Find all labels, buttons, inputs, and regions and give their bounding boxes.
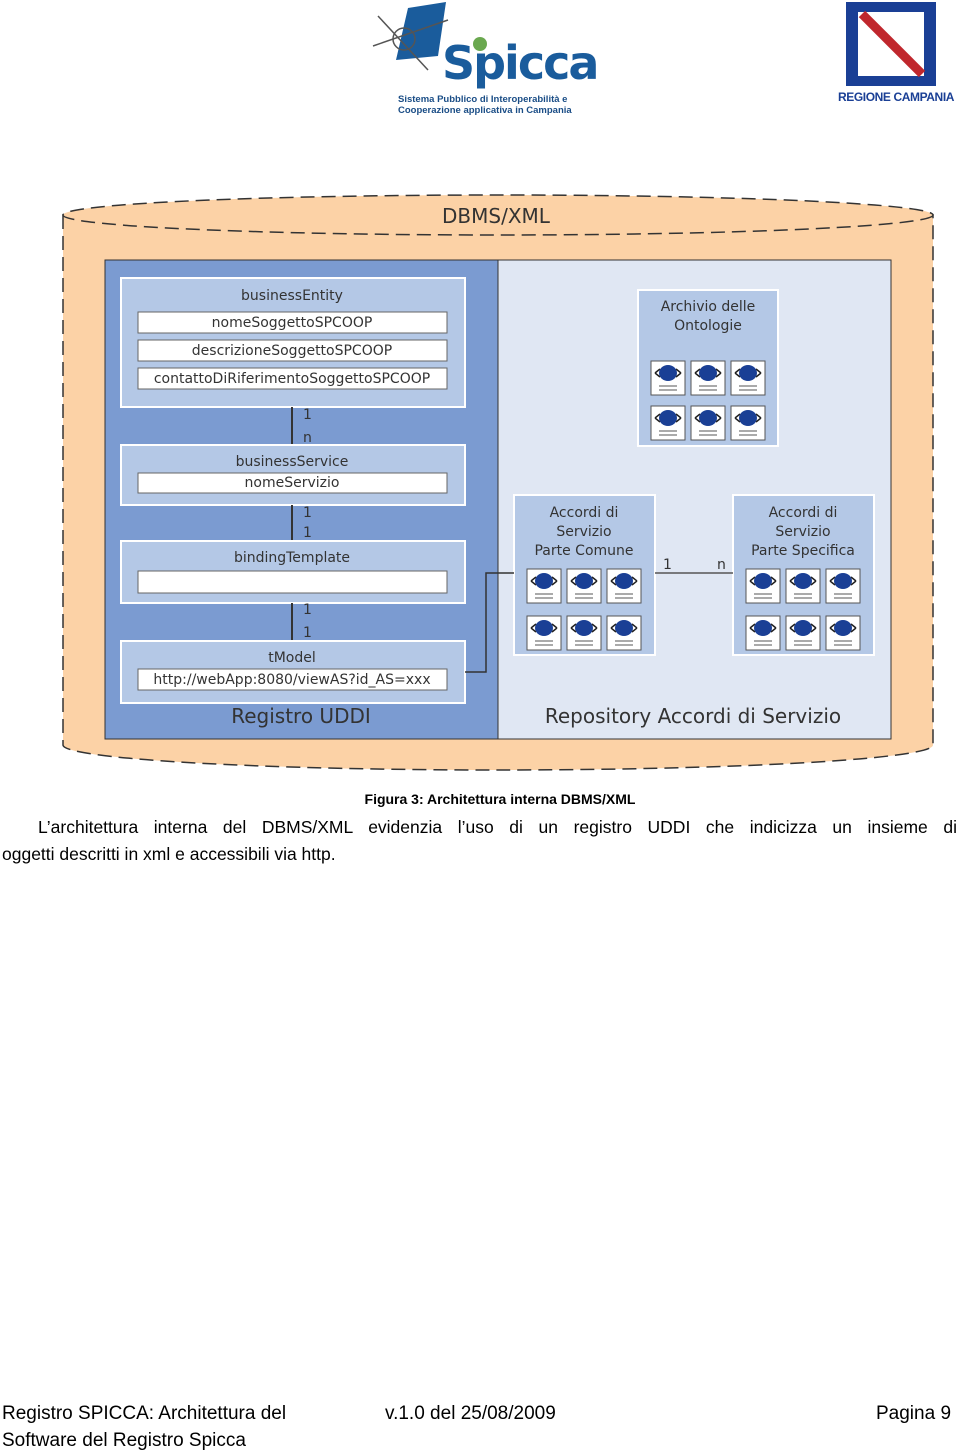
relation-cardinality: 1 xyxy=(303,602,312,618)
campania-label: REGIONE CAMPANIA xyxy=(837,90,955,104)
comune-label: Servizio xyxy=(556,524,611,540)
xml-document-icon-group xyxy=(745,568,861,651)
xml-document-icon xyxy=(650,405,686,441)
architecture-diagram: DBMS/XML businessEntity nomeSoggettoSPCO… xyxy=(62,194,934,771)
comune-label: Accordi di xyxy=(550,505,619,521)
figure-caption: Figura 3: Architettura interna DBMS/XML xyxy=(364,791,636,807)
relation-cardinality: n xyxy=(303,430,312,446)
registro-uddi-panel: businessEntity nomeSoggettoSPCOOP descri… xyxy=(104,259,499,740)
xml-document-icon xyxy=(730,360,766,396)
relation-cardinality: 1 xyxy=(303,505,312,521)
specifica-label: Accordi di xyxy=(769,505,838,521)
xml-document-icon xyxy=(526,568,562,604)
relation-cardinality: 1 xyxy=(303,407,312,423)
xml-document-icon xyxy=(566,615,602,651)
xml-document-icon xyxy=(566,568,602,604)
spicca-tagline-1: Sistema Pubblico di Interoperabilità e xyxy=(398,94,568,105)
tmodel-connector xyxy=(465,572,514,673)
xml-document-icon xyxy=(785,568,821,604)
relation-cardinality: 1 xyxy=(303,625,312,641)
footer-document-title: Registro SPICCA: Architettura del Softwa… xyxy=(2,1400,332,1454)
xml-document-icon xyxy=(606,568,642,604)
xml-document-icon xyxy=(606,615,642,651)
footer-page-number: Pagina 9 xyxy=(876,1403,952,1424)
tmodel-field: http://webApp:8080/viewAS?id_AS=xxx xyxy=(153,672,430,688)
body-paragraph: L’architettura interna del DBMS/XML evid… xyxy=(2,814,957,868)
footer-title-line: Registro SPICCA: Architettura del xyxy=(2,1403,287,1424)
xml-document-icon-group xyxy=(526,568,642,651)
xml-document-icon-group xyxy=(650,360,766,441)
business-entity-field: nomeSoggettoSPCOOP xyxy=(212,315,373,331)
xml-document-icon xyxy=(825,568,861,604)
xml-document-icon xyxy=(785,615,821,651)
footer-title-line: Software del Registro Spicca xyxy=(2,1430,246,1451)
relation-cardinality: 1 xyxy=(303,525,312,541)
spicca-logo: Spicca Sistema Pubblico di Interoperabil… xyxy=(368,0,599,120)
repository-panel: Archivio delle Ontologie Accordi di Serv… xyxy=(497,259,892,740)
spicca-logo-word: Spicca xyxy=(442,36,599,90)
dbms-title: DBMS/XML xyxy=(442,204,551,228)
business-entity-title: businessEntity xyxy=(241,288,343,304)
paragraph-line: oggetti descritti in xml e accessibili v… xyxy=(2,844,336,864)
xml-document-icon xyxy=(745,615,781,651)
binding-template-title: bindingTemplate xyxy=(234,550,350,566)
business-entity-field: descrizioneSoggettoSPCOOP xyxy=(192,343,392,359)
xml-document-icon xyxy=(650,360,686,396)
business-service-title: businessService xyxy=(236,454,349,470)
relation-cardinality: 1 xyxy=(663,557,672,573)
xml-document-icon xyxy=(825,615,861,651)
registro-uddi-title: Registro UDDI xyxy=(231,704,371,728)
comune-label: Parte Comune xyxy=(534,543,633,559)
spicca-logo-mark xyxy=(372,2,487,71)
repository-title: Repository Accordi di Servizio xyxy=(545,704,841,728)
xml-document-icon xyxy=(690,360,726,396)
spicca-tagline-2: Cooperazione applicativa in Campania xyxy=(398,105,572,116)
xml-document-icon xyxy=(526,615,562,651)
xml-document-icon xyxy=(730,405,766,441)
xml-document-icon xyxy=(690,405,726,441)
relation-cardinality: n xyxy=(717,557,726,573)
regione-campania-logo: REGIONE CAMPANIA xyxy=(838,0,954,120)
archivio-label: Archivio delle xyxy=(661,299,756,315)
campania-shield-icon xyxy=(846,2,936,86)
business-service-field: nomeServizio xyxy=(245,475,340,491)
footer-version: v.1.0 del 25/08/2009 xyxy=(385,1403,556,1424)
archivio-label: Ontologie xyxy=(674,318,742,334)
specifica-label: Parte Specifica xyxy=(751,543,855,559)
business-entity-field: contattoDiRiferimentoSoggettoSPCOOP xyxy=(154,371,430,387)
specifica-label: Servizio xyxy=(775,524,830,540)
paragraph-line: L’architettura interna del DBMS/XML evid… xyxy=(38,817,957,837)
xml-document-icon xyxy=(745,568,781,604)
tmodel-title: tModel xyxy=(268,650,316,666)
